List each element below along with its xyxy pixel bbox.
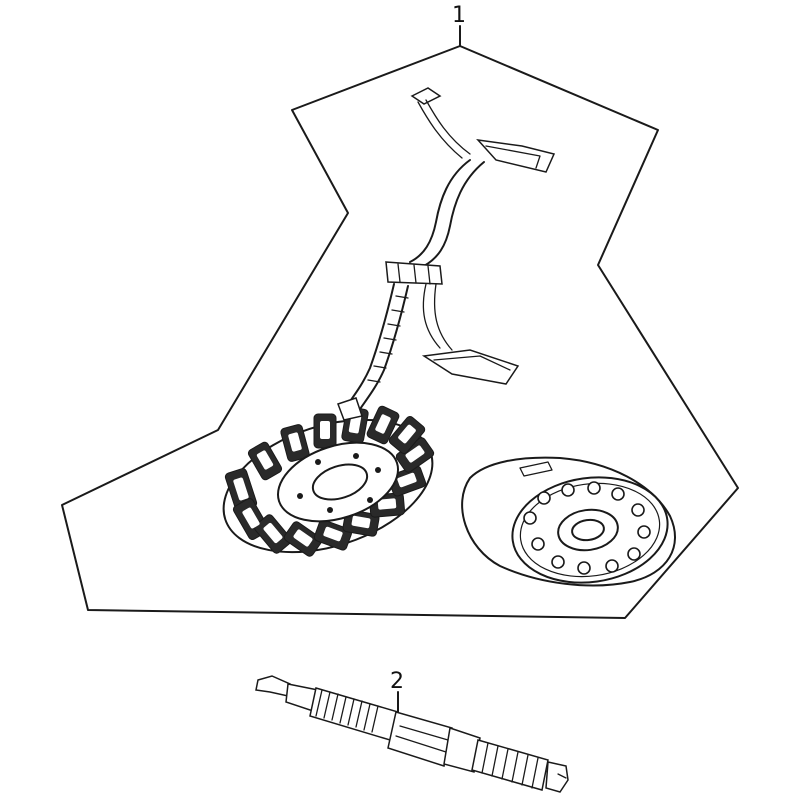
flywheel-rotor <box>461 456 676 587</box>
stator-coil <box>222 397 435 557</box>
callout-2-number: 2 <box>390 669 404 694</box>
small-connector <box>410 87 442 105</box>
callout-1-number: 1 <box>452 3 466 28</box>
assembly-group-outline <box>61 45 739 619</box>
spark-plug <box>255 675 569 793</box>
wire-harness <box>343 87 556 413</box>
upper-connector <box>476 138 556 173</box>
